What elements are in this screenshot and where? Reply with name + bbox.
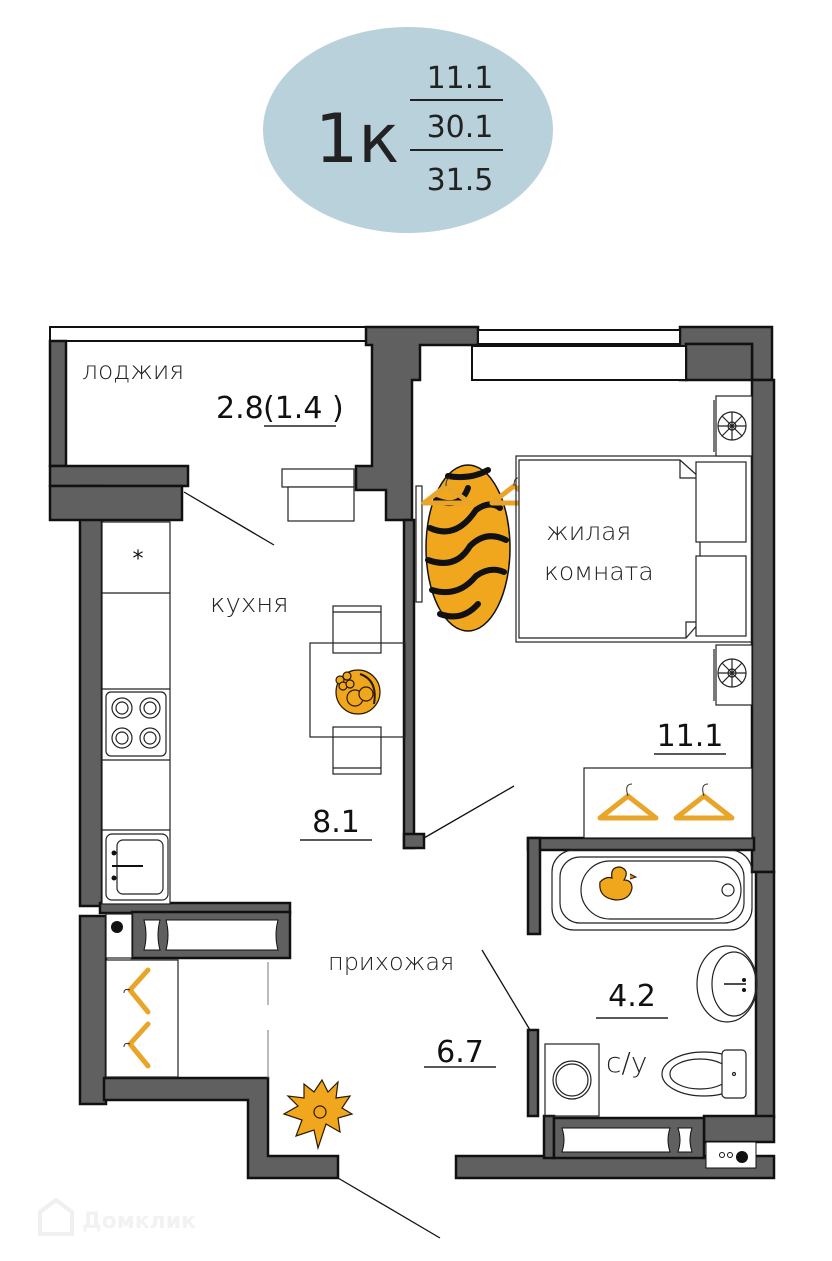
door-swing-line (423, 785, 515, 839)
stove-icon (105, 691, 167, 757)
total-area-with-loggia-value: 31.5 (427, 163, 494, 198)
living-room-area: 11.1 (657, 719, 724, 754)
utility-dot (736, 1151, 748, 1163)
living-window (477, 329, 681, 345)
wall (750, 378, 776, 874)
utility-panel (705, 1141, 757, 1169)
total-area-value: 30.1 (427, 110, 494, 145)
wall (354, 325, 480, 522)
vent-slot (143, 919, 161, 951)
lamp-icon (713, 395, 753, 457)
wall (754, 870, 776, 1119)
wall (402, 832, 426, 850)
loggia: лоджия 2.8 (1.4 ) (48, 326, 369, 522)
rubber-duck-icon (599, 866, 638, 901)
wall (542, 1114, 556, 1160)
wall (48, 339, 68, 468)
domclick-logo-icon (38, 1197, 74, 1236)
walls (48, 325, 776, 1180)
kitchen-area: 8.1 (312, 805, 360, 840)
kitchen: * кухня (101, 521, 406, 905)
hanger-icon (673, 783, 735, 821)
hanger-icon (123, 1021, 151, 1069)
flower-icon (282, 1078, 354, 1151)
utility-dot (719, 1152, 725, 1158)
kitchen-name: кухня (210, 589, 289, 619)
bed-icon (515, 455, 753, 643)
wall (78, 914, 108, 1106)
wall (78, 484, 104, 908)
rooms-count-label: 1к (315, 100, 399, 179)
hanger-icon (421, 477, 473, 506)
watermark-text: Домклик (82, 1209, 196, 1234)
loggia-area: 2.8 (216, 391, 264, 426)
kitchen-sink-icon (105, 833, 169, 901)
fridge-icon: * (133, 547, 144, 572)
hanger-icon (597, 783, 659, 821)
wall (684, 342, 754, 382)
wall (48, 484, 184, 522)
wall (526, 1028, 540, 1118)
toilet-icon (661, 1049, 747, 1099)
summary-badge: 1к 11.1 30.1 31.5 (263, 27, 553, 233)
hallway-name: прихожая (328, 948, 454, 976)
bathtub-icon (551, 849, 753, 931)
fruit-bowl-icon (335, 669, 381, 715)
hanger-icon (123, 967, 151, 1015)
bathroom-area: 4.2 (608, 979, 656, 1014)
loggia-sill (281, 468, 355, 488)
bathroom-sink-icon (696, 945, 758, 1023)
mirror (415, 485, 423, 603)
wall (48, 464, 190, 488)
watermark: Домклик (38, 1197, 196, 1236)
meter-box (105, 913, 133, 959)
hallway: прихожая 6.7 (105, 913, 496, 1151)
badge-ellipse (263, 27, 553, 233)
wall (526, 836, 542, 936)
dining-table-icon (309, 605, 406, 775)
loggia-name: лоджия (82, 356, 184, 385)
loggia-window (49, 326, 369, 342)
wardrobe (583, 767, 753, 839)
washing-machine-icon (544, 1043, 600, 1117)
door-swing-line (183, 491, 275, 546)
loggia-door-panel (287, 486, 355, 522)
living-room-name-line1: жилая (546, 517, 631, 546)
wall (526, 836, 756, 852)
door-swings (183, 491, 531, 1239)
door-swing-line (337, 1177, 441, 1239)
loggia-area-reduced: (1.4 ) (263, 391, 344, 426)
living-area-value: 11.1 (427, 61, 494, 96)
hallway-area: 6.7 (436, 1035, 484, 1070)
wall (702, 1114, 776, 1144)
bathroom: 4.2 с/у (544, 849, 758, 1117)
vent-slot (561, 1127, 671, 1153)
living-room-name-line2: комната (544, 557, 654, 586)
utility-dot (727, 1152, 733, 1158)
meter-icon (111, 921, 123, 933)
bathroom-name: с/у (606, 1046, 647, 1079)
lamp-icon (713, 644, 753, 706)
living-window-sill (471, 345, 687, 381)
door-swing-line (481, 949, 531, 1031)
kitchen-counter (101, 521, 171, 905)
living-room: жилая комната 11.1 (415, 395, 753, 839)
vent-slot (165, 919, 279, 951)
vent-slot (677, 1127, 693, 1153)
